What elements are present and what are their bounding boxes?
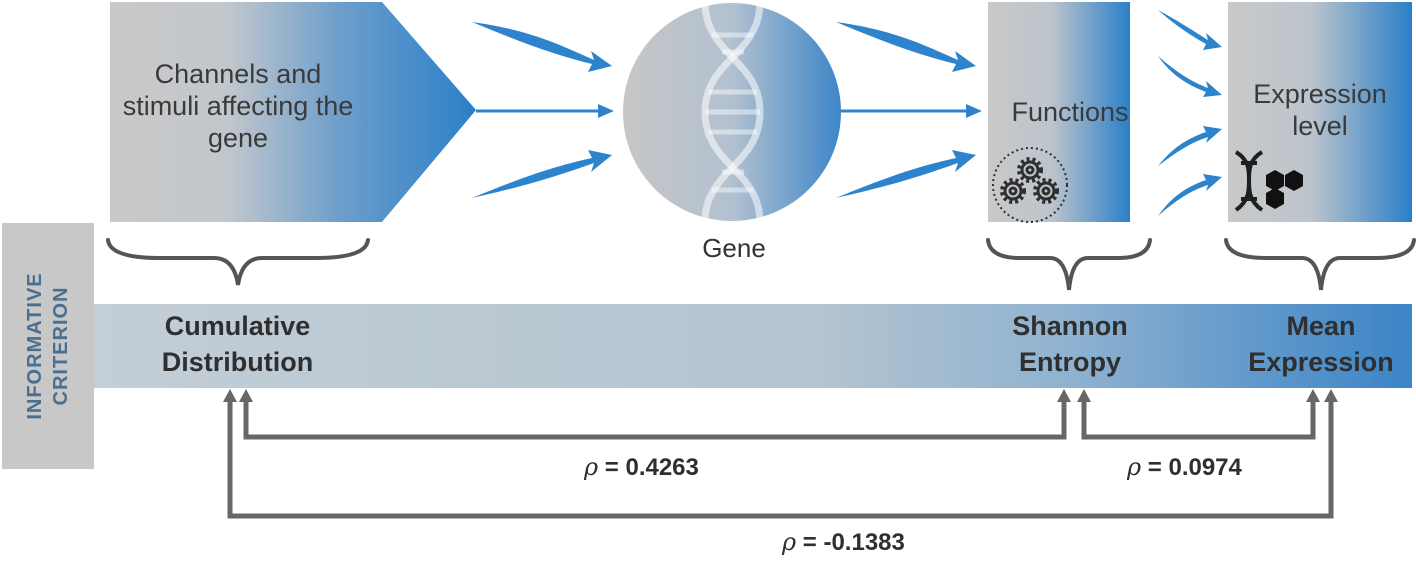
flow-arrow <box>836 150 976 198</box>
rho-shannon-mean: ρ = 0.0974 <box>1127 453 1242 482</box>
brace-functions <box>988 240 1150 290</box>
side-label-line1: Informative <box>22 223 48 469</box>
criterion-mean: Mean Expression <box>1232 308 1410 380</box>
criterion-cumulative: Cumulative Distribution <box>130 308 345 380</box>
connector-shannon-mean <box>1084 398 1313 437</box>
flow-arrow <box>472 22 612 72</box>
expression-label: Expression level <box>1232 78 1408 142</box>
rho-value: = 0.4263 <box>605 454 699 481</box>
functions-label: Functions <box>990 96 1150 128</box>
flow-arrow <box>472 150 612 198</box>
flow-arrow <box>1158 126 1222 166</box>
informative-criterion-label: Informative Criterion <box>2 223 94 469</box>
connector-cumulative-shannon <box>246 398 1064 437</box>
rho-value: = -0.1383 <box>803 529 905 556</box>
gene-label: Gene <box>684 232 784 264</box>
side-label-line2: Criterion <box>48 223 74 469</box>
rho-value: = 0.0974 <box>1148 454 1242 481</box>
rho-cumulative-shannon: ρ = 0.4263 <box>584 453 699 482</box>
flow-arrow <box>1158 174 1222 216</box>
channels-label: Channels and stimuli affecting the gene <box>116 58 360 154</box>
rho-symbol: ρ <box>782 528 796 556</box>
flow-arrow <box>1158 10 1222 50</box>
criterion-shannon: Shannon Entropy <box>990 308 1150 380</box>
rho-symbol: ρ <box>584 453 598 481</box>
connector-arrowheads <box>223 389 1338 402</box>
flow-arrow <box>1158 56 1222 97</box>
rho-symbol: ρ <box>1127 453 1141 481</box>
rho-cumulative-mean: ρ = -0.1383 <box>782 528 905 557</box>
brace-cumulative <box>108 240 368 285</box>
dna-helix-icon <box>705 2 760 222</box>
brace-expression <box>1226 240 1414 290</box>
flow-arrow <box>836 22 976 72</box>
